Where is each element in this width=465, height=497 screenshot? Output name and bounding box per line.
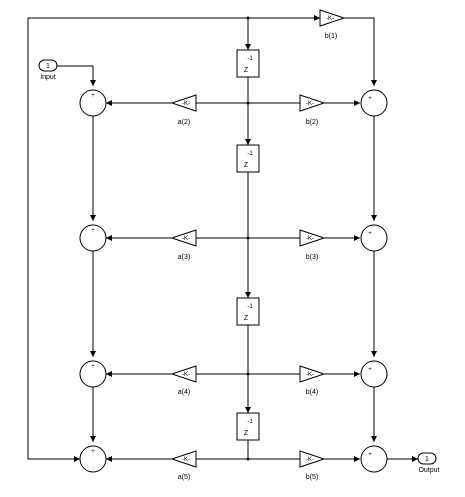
gain-b1-label: b(1): [325, 33, 337, 40]
junction-row3: [246, 372, 250, 376]
wire-b1-to-sum1: [344, 17, 377, 86]
svg-text:+: +: [91, 449, 95, 455]
svg-text:Z: Z: [244, 430, 249, 437]
gain-b4-label: b(4): [306, 389, 318, 396]
junction-row4: [246, 457, 250, 461]
gain-b3[interactable]: -K- b(3): [299, 229, 326, 261]
sum-left-1[interactable]: +: [79, 89, 107, 117]
svg-text:+: +: [91, 364, 95, 370]
wire-top-left-loop: [27, 17, 248, 462]
gain-b1[interactable]: -K- b(1): [319, 9, 346, 40]
delay-block-2[interactable]: -1 Z: [236, 144, 260, 173]
wire-input-to-sum: [57, 65, 96, 86]
svg-text:-1: -1: [247, 151, 253, 157]
svg-text:+: +: [368, 231, 372, 237]
svg-text:-K-: -K-: [306, 236, 314, 242]
sum-right-4[interactable]: +: [360, 445, 388, 473]
gain-a3[interactable]: -K- a(3): [170, 229, 197, 261]
sum-right-2[interactable]: +: [360, 224, 388, 252]
svg-text:-K-: -K-: [306, 101, 314, 107]
sum-right-1[interactable]: +: [360, 89, 388, 117]
svg-text:Z: Z: [244, 67, 249, 74]
gain-b2[interactable]: -K- b(2): [299, 94, 326, 126]
svg-text:+: +: [91, 228, 95, 234]
output-port-label: Output: [418, 467, 439, 474]
gain-b5[interactable]: -K- b(5): [299, 450, 326, 481]
svg-text:+: +: [368, 96, 372, 102]
wires: [27, 15, 418, 462]
gain-a3-label: a(3): [178, 254, 190, 261]
gain-a2[interactable]: -K- a(2): [170, 94, 197, 126]
gain-b2-label: b(2): [306, 119, 318, 126]
svg-text:-K-: -K-: [326, 16, 334, 22]
sum-left-4[interactable]: +: [79, 445, 107, 473]
svg-text:Z: Z: [244, 315, 249, 322]
svg-text:-K-: -K-: [182, 101, 190, 107]
gain-a5[interactable]: -K- a(5): [170, 450, 197, 481]
gain-a4-label: a(4): [178, 389, 190, 396]
output-port[interactable]: 1 Output: [417, 452, 440, 474]
delay-block-4[interactable]: -1 Z: [236, 412, 260, 441]
gain-b5-label: b(5): [306, 474, 318, 481]
sum-left-2[interactable]: +: [79, 224, 107, 252]
gain-a4[interactable]: -K- a(4): [170, 365, 197, 396]
svg-text:Z: Z: [244, 162, 249, 169]
svg-text:1: 1: [46, 63, 50, 70]
svg-text:-1: -1: [247, 419, 253, 425]
gain-b4[interactable]: -K- b(4): [299, 365, 326, 396]
sum-left-3[interactable]: +: [79, 360, 107, 388]
svg-text:-K-: -K-: [306, 457, 314, 463]
input-port[interactable]: 1 Input: [38, 59, 58, 81]
svg-text:-K-: -K-: [182, 457, 190, 463]
svg-text:+: +: [368, 367, 372, 373]
svg-text:-K-: -K-: [182, 372, 190, 378]
input-port-label: Input: [40, 74, 56, 81]
junction-top: [246, 16, 250, 20]
delay-block-1[interactable]: -1 Z: [236, 49, 260, 78]
gain-a5-label: a(5): [178, 474, 190, 481]
svg-text:+: +: [368, 452, 372, 458]
sum-right-3[interactable]: +: [360, 360, 388, 388]
svg-text:-K-: -K-: [182, 236, 190, 242]
junctions: [246, 16, 250, 461]
svg-text:-1: -1: [247, 56, 253, 62]
svg-text:+: +: [91, 93, 95, 99]
junction-row2: [246, 236, 250, 240]
junction-row1: [246, 101, 250, 105]
svg-text:-K-: -K-: [306, 372, 314, 378]
gain-a2-label: a(2): [178, 119, 190, 126]
svg-text:-1: -1: [247, 304, 253, 310]
gain-b3-label: b(3): [306, 254, 318, 261]
delay-block-3[interactable]: -1 Z: [236, 297, 260, 326]
svg-text:1: 1: [425, 456, 429, 463]
